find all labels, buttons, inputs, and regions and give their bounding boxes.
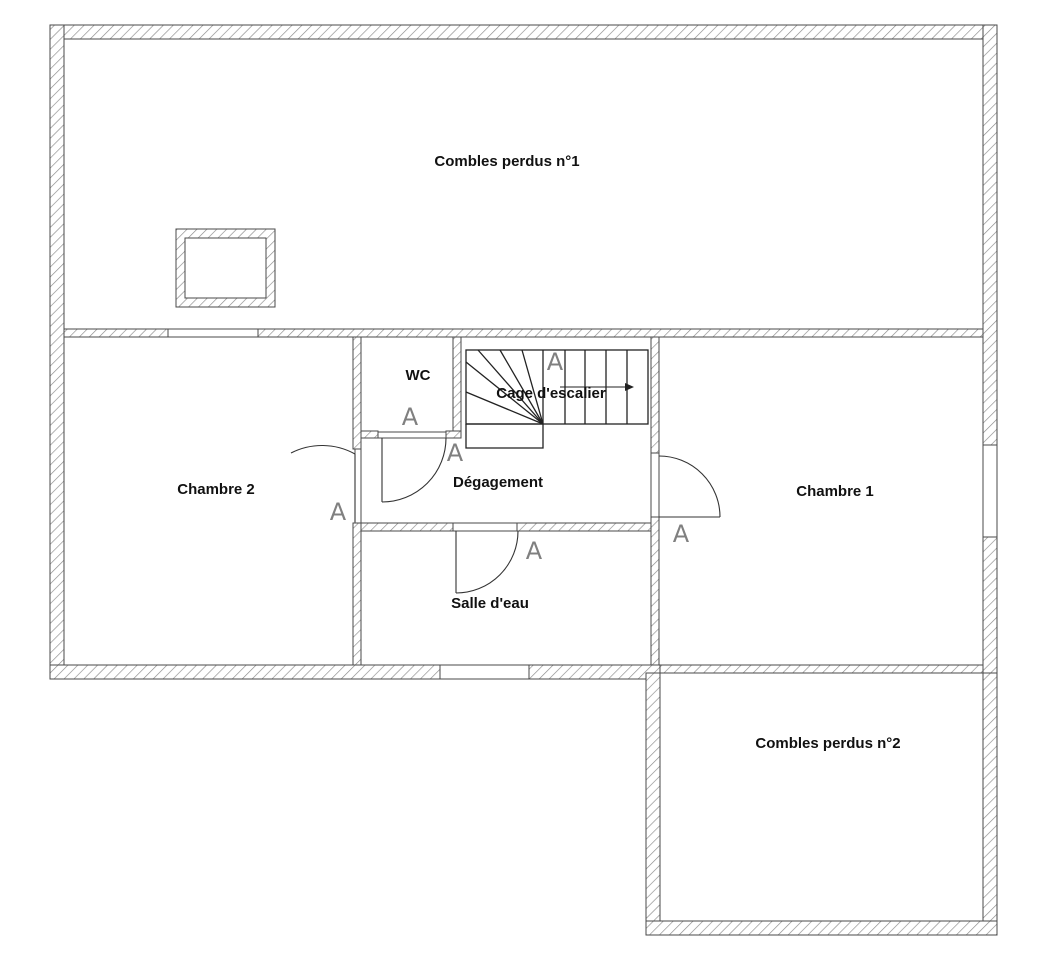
door-jamb-chambre1 xyxy=(650,452,660,518)
wall-wc-right xyxy=(452,336,462,434)
room-label-degagement: Dégagement xyxy=(453,474,543,491)
room-label-salle-eau: Salle d'eau xyxy=(451,595,529,612)
wall-wc-bottom-right xyxy=(445,430,462,439)
wall-chambre1-left-upper xyxy=(650,336,660,454)
wall-salle-top-left xyxy=(360,522,454,532)
window-bottom xyxy=(439,664,530,680)
stair-arrow-icon xyxy=(625,383,634,391)
room-label-combles-2: Combles perdus n°2 xyxy=(755,735,900,752)
wall-bottom-left xyxy=(49,664,441,680)
openings xyxy=(167,328,998,680)
door-mark-stair-top: A xyxy=(547,348,564,376)
door-arc-chambre2 xyxy=(290,444,356,455)
attic-trapdoor xyxy=(175,228,276,308)
door-jamb-salle xyxy=(452,522,518,532)
room-label-chambre-1: Chambre 1 xyxy=(796,483,874,500)
wall-combles-divider-right xyxy=(257,328,984,338)
wall-outer-right-upper xyxy=(982,24,998,446)
room-label-cage-escalier: Cage d'escalier xyxy=(496,385,606,402)
wall-chambre2-right-lower xyxy=(352,522,362,666)
wall-wc-bottom-left xyxy=(360,430,379,439)
wall-outer-left xyxy=(49,24,65,680)
window-right xyxy=(982,444,998,538)
wall-chambre1-left-lower xyxy=(650,516,660,666)
wall-chambre1-bottom xyxy=(659,664,984,674)
wall-combles2-left xyxy=(645,672,661,936)
wall-salle-top-right xyxy=(516,522,652,532)
door-mark-wc: A xyxy=(402,403,419,431)
door-swings xyxy=(290,437,721,594)
wall-chambre2-right-upper xyxy=(352,336,362,450)
wall-bottom-mid xyxy=(528,664,661,680)
room-label-combles-1: Combles perdus n°1 xyxy=(434,153,579,170)
room-label-chambre-2: Chambre 2 xyxy=(177,481,255,498)
door-jamb-wc xyxy=(377,431,447,439)
wall-outer-right-mid xyxy=(982,536,998,674)
window-combles-divider xyxy=(167,328,259,338)
wall-outer-top xyxy=(49,24,998,40)
door-mark-degagement: A xyxy=(447,439,464,467)
door-jamb-chambre2 xyxy=(354,448,362,524)
door-mark-salle-eau: A xyxy=(526,537,543,565)
door-arc-chambre1 xyxy=(658,455,721,518)
door-mark-chambre-1: A xyxy=(673,520,690,548)
wall-combles2-bottom xyxy=(645,920,998,936)
room-label-wc: WC xyxy=(406,367,431,384)
door-mark-chambre-2: A xyxy=(330,498,347,526)
wall-combles2-right xyxy=(982,672,998,936)
wall-combles-divider-left xyxy=(63,328,169,338)
door-arc-salle xyxy=(455,530,519,594)
door-arc-wc xyxy=(381,437,447,503)
